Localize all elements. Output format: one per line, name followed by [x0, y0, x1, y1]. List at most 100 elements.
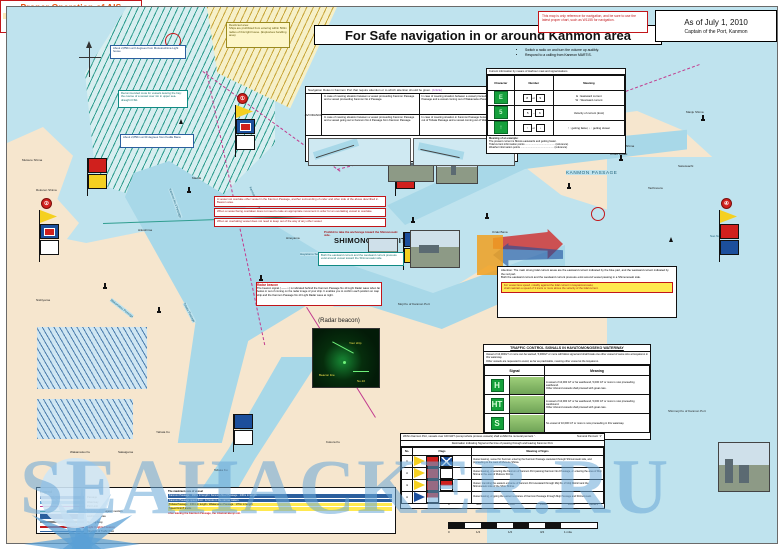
scale-tick-3: 1500 [540, 502, 547, 506]
destination-col-no: No. [401, 446, 413, 456]
signal-flag-stack-3 [87, 158, 107, 196]
traffic-photo-1 [509, 375, 545, 396]
scale-tick-4: 2000 [568, 502, 575, 506]
legend-label-0: Passage [87, 496, 98, 499]
current-number-3: ↑ or ↓ [513, 120, 554, 136]
legend-item: Boundary of navigation section [40, 510, 162, 513]
legend-label-4: Anchorage Area [87, 515, 106, 519]
flag-white-icon [440, 467, 453, 479]
legend-note-2: Kanmon Passage speed limit : 12 knots in… [168, 498, 392, 503]
light-beacon-10 [157, 307, 161, 313]
navigation-warning-box: This map is only reference for navigatio… [538, 11, 648, 33]
destination-row: ② Vessel leaving, or entering the Kanmon… [401, 466, 604, 480]
current-signal-char-1: E [487, 90, 515, 106]
legend-swatch-buoy [40, 521, 84, 524]
place-label-chofu-misaki: Chofu Misaki [610, 152, 628, 156]
scale-tick-2: 1000 [508, 502, 515, 506]
destination-flags-3 [412, 478, 472, 492]
vhf-point-2: Respond to a calling from Kanmon MARTIS. [525, 53, 645, 58]
destination-flags-2 [412, 466, 472, 480]
scale-unit: meters [588, 502, 598, 506]
water-label-suo-nada: Suo Nada [710, 234, 724, 238]
legend-item: Direction of Traffic Flow [40, 530, 162, 533]
destination-caption: Destination indicating Signal at the tim… [401, 441, 604, 447]
note-bearing-kudile: About 2,850m at 30 degrees from Kudile B… [120, 134, 194, 148]
scale-sub-3: 3/4 [540, 530, 545, 534]
current-signal-char-2: 5 [487, 105, 515, 121]
current-number-2: 5 – 6 [513, 105, 554, 121]
scale-sub-2: 1/2 [508, 530, 513, 534]
place-label-kazu-shima: Kazu Shima [618, 144, 635, 148]
flag-red-icon [426, 455, 439, 467]
flag-red [88, 158, 107, 173]
flag-red-in-blue-2 [40, 224, 59, 239]
attention-line-1: Attention: The main strong tidal current… [501, 268, 669, 276]
legend-item: Anchorage Area [40, 514, 162, 520]
light-beacon-11 [103, 283, 107, 289]
water-label-hayatomo-seto: Hayatomo Seto [300, 252, 321, 256]
destination-meaning-2: Vessel leaving, or entering the Kanmon o… [471, 466, 604, 480]
scale-sub-4: 1 mile [564, 530, 573, 534]
legend-swatch-waterway [40, 500, 84, 504]
note-overtaking-1: A vessel not overtake other vessel in th… [214, 196, 386, 207]
current-col-character: Character [487, 75, 515, 91]
light-beacon-1 [187, 187, 191, 193]
legend-note-4: Speed limit 8 knots. [168, 507, 392, 511]
light-beacon-3 [411, 217, 415, 223]
destination-row: ③ Vessel, transiting the eastern entranc… [401, 478, 604, 492]
place-label-hinoyama: Hinoyama [286, 236, 300, 240]
lighthouse-icon-1 [179, 119, 183, 124]
flag-blue-cross [236, 135, 255, 150]
destination-col-flags: Flags [412, 446, 472, 456]
signal-flag-stack-2: ② [39, 198, 59, 262]
traffic-meaning-3: No vessel of 10,000 GT or more is now pr… [544, 413, 650, 434]
light-beacon-4 [485, 213, 489, 219]
navigation-rule-cell-1: In case of meeting situation between a v… [322, 94, 420, 115]
destination-flags-1 [412, 454, 472, 468]
marker-badge-2: ② [41, 198, 52, 209]
traffic-signal-3: S [484, 413, 510, 434]
navigation-rules-link[interactable]: (Article) [431, 88, 443, 92]
current-number-1: 8 or 9 [513, 90, 554, 106]
legend-note-0: The maximum size of vessel [168, 490, 203, 493]
destination-signal-table: Within Kanmon Port, vessels over 100 GRT… [400, 433, 605, 509]
legend-swatch-boundary [40, 510, 84, 512]
attention-current-box: Attention: The main strong tidal current… [497, 266, 677, 318]
current-legend-line-2: Weather information points .............… [489, 146, 568, 149]
legend-note-1: Kanmon Passage : 360m in length / Kanmon… [168, 494, 392, 498]
signal-letter-icon-1: H [490, 378, 504, 392]
legend-swatch-light [40, 526, 84, 529]
navigation-rule-cell-3: In case of meeting situation between a v… [322, 115, 420, 136]
legend-notes-column: The maximum size of vessel Kanmon Passag… [165, 488, 395, 533]
place-label-yahata-ku: Yahata Ku [156, 430, 170, 434]
place-label-sakaigama: Sakaigama [118, 450, 134, 454]
destination-flags-4 [412, 490, 472, 504]
signal-letter-icon-3: S [490, 416, 504, 430]
destination-row: ① Vessel leaving, vessel for Kanmon ente… [401, 454, 604, 468]
place-label-wakamatsu-ku: Wakamatsu Ku [70, 450, 91, 454]
radar-beacon-note-title: Radar beacon [257, 283, 279, 287]
current-example: Meaning of an example: The present curre… [487, 136, 625, 150]
flag-yellow-pennant-5 [720, 210, 737, 223]
traffic-control-intro: Vessel of 10,000GT or more can be warned… [484, 352, 650, 366]
legend-note-3: Tobata Passage : 230m in length / Wakama… [168, 503, 392, 507]
flag-red-white-icon-2 [426, 491, 439, 503]
destination-row: ④ Vessel leaving, or going the eastern e… [401, 490, 604, 504]
signal-flag-stack-1: ① [235, 93, 255, 157]
traffic-control-title: TRAFFIC CONTROL SIGNALS IN HAYATOMONOSEK… [484, 345, 650, 352]
place-label-manju-shima: Manju Shima [686, 110, 704, 114]
place-label-mutsure-shima: Mutsure Shima [22, 158, 43, 162]
current-legend-line-1: Tidal current information points .......… [489, 143, 569, 146]
current-col-number: Number [513, 75, 554, 91]
signal-letter-icon-2: HT [490, 397, 504, 411]
anchorage-area-blue [37, 327, 147, 389]
green-signal-icon-2: 5 [493, 106, 508, 119]
attention-line-2: Both the eastward current and the westwa… [501, 275, 641, 280]
legend-label-1: Waterway [87, 500, 99, 504]
light-beacon-7 [701, 115, 705, 121]
legend-note-5: After leaving the Kanmon Passage, the Ch… [168, 511, 241, 515]
note-overtaking-3: When an overtaking vessel does not need … [214, 218, 386, 227]
destination-meaning-1: Vessel leaving, vessel for Kanmon enteri… [471, 454, 604, 468]
traffic-meaning-2: A vessel of 10,000 GT or far eastbound, … [544, 394, 650, 415]
